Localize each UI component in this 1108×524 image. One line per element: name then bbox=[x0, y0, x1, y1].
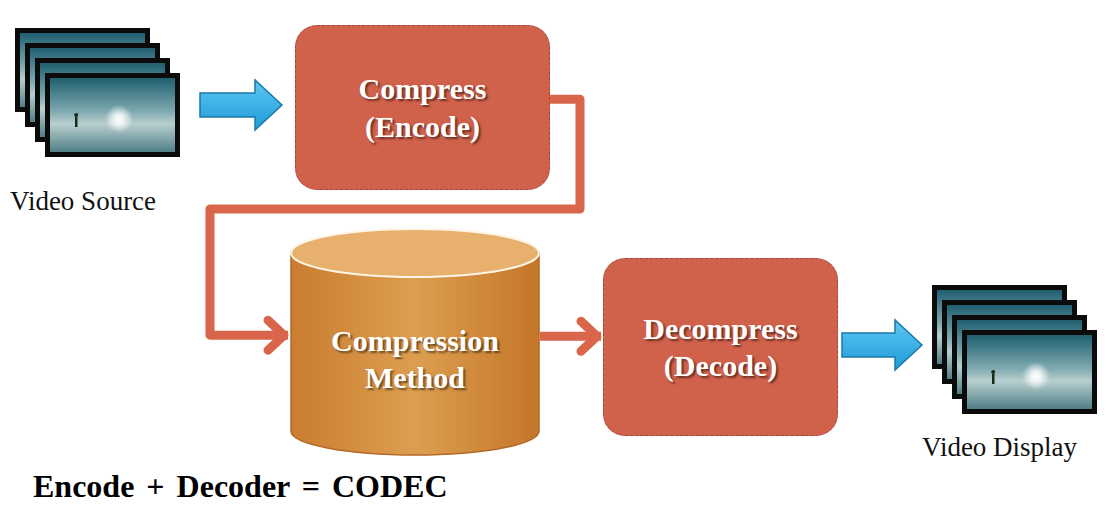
frame-label: Video Source bbox=[10, 186, 156, 217]
node-text: Compression Method bbox=[310, 322, 520, 397]
caption: Encode + Decoder = CODEC bbox=[33, 468, 448, 505]
frame-label: Video Display bbox=[922, 432, 1077, 463]
node-text: Compress (Encode) bbox=[333, 70, 513, 145]
video-display-frames bbox=[932, 285, 1097, 414]
arrow-head bbox=[581, 321, 597, 351]
storage-cylinder: Compression Method bbox=[290, 228, 540, 456]
flow-connector bbox=[540, 321, 601, 351]
arrow-head bbox=[268, 320, 284, 350]
input-arrow bbox=[200, 80, 282, 130]
video-source-frames bbox=[15, 28, 180, 157]
cylinder-body bbox=[291, 252, 539, 455]
output-arrow bbox=[842, 320, 922, 370]
process-box: Decompress (Decode) bbox=[603, 258, 838, 436]
node-text: Decompress (Decode) bbox=[623, 310, 818, 385]
cylinder-top bbox=[291, 229, 539, 277]
process-box: Compress (Encode) bbox=[295, 25, 550, 190]
